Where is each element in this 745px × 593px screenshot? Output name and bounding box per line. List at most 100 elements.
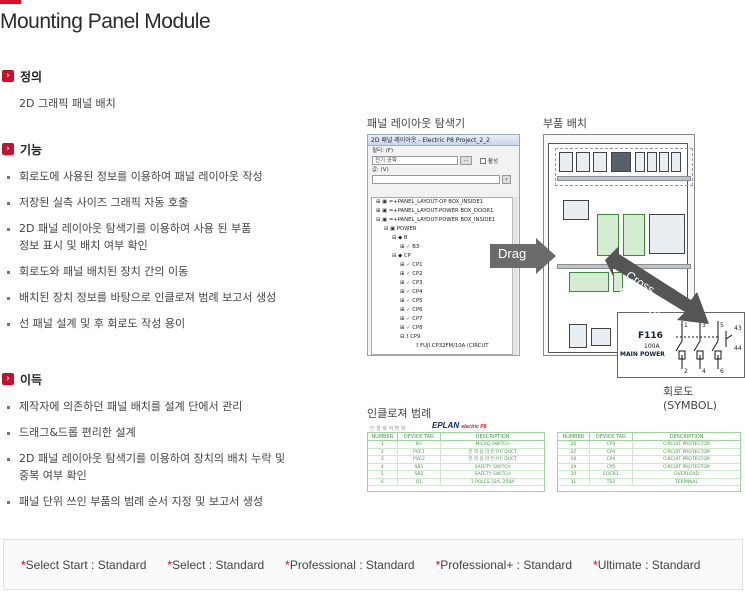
symbol-tag: F116 — [638, 331, 663, 341]
terminal-number: 6 — [720, 368, 724, 375]
tree-node[interactable]: ⊟ ◆ CP — [392, 253, 411, 259]
check-icon: ✓ — [406, 280, 411, 286]
definition-text: 2D 그래픽 패널 배치 — [19, 97, 116, 110]
explorer-tree[interactable]: ⊞ ▣ =+PANEL_LAYOUT-OP BOX_INSIDE1 ⊞ ▣ =+… — [371, 197, 513, 355]
tree-node[interactable]: ⊞ ▣ =+PANEL_LAYOUT-POWER BOX_DOOR1 — [376, 208, 494, 214]
list-item-continuation: 정보 표시 및 배치 여부 확인 — [19, 239, 148, 252]
component[interactable] — [593, 152, 607, 172]
tree-node[interactable]: ! FUJI.CP32FM/10A (CIRCUT — [416, 343, 489, 349]
cross-reference-arrow-icon — [605, 246, 709, 324]
tree-node[interactable]: ⊟ ! CP9 — [400, 334, 421, 340]
value-input[interactable] — [372, 175, 500, 184]
filter-label: 필터: (F) — [372, 148, 394, 154]
tree-node[interactable]: ⊞ ✓ B3 — [400, 244, 420, 250]
terminal-number: 3 — [702, 322, 706, 329]
component[interactable] — [597, 214, 619, 256]
edition-ultimate: *Ultimate : Standard — [593, 557, 701, 572]
terminal-number: 1 — [684, 322, 688, 329]
explorer-scrollbar[interactable] — [512, 197, 518, 355]
component[interactable] — [613, 272, 623, 292]
section-heading: 정의 — [20, 69, 43, 84]
component[interactable] — [635, 152, 645, 172]
component[interactable] — [647, 152, 657, 172]
section-benefits: › 이득 제작자에 의존하던 패널 배치를 설계 단에서 관리 드래그&드롭 편… — [0, 370, 340, 519]
filter-select[interactable]: 전기 공학 — [372, 156, 458, 165]
active-label: 활성 — [488, 158, 499, 165]
more-button[interactable]: … — [460, 156, 472, 165]
schematic-symbol: F116 100A MAIN POWER 1 3 5 2 4 6 43 44 — [617, 312, 745, 378]
tree-node[interactable]: ⊟ ◆ B — [392, 235, 408, 241]
component[interactable] — [623, 214, 645, 256]
tree-node[interactable]: ⊞ ✓ CP2 — [400, 271, 423, 277]
symbol-rating: 100A — [644, 343, 660, 350]
tree-node[interactable]: ⊞ ✓ CP5 — [400, 298, 423, 304]
tree-node[interactable]: ⊞ ▣ =+PANEL_LAYOUT-OP BOX_INSIDE1 — [376, 199, 484, 205]
component[interactable] — [649, 214, 685, 254]
component[interactable] — [659, 152, 669, 172]
tree-node[interactable]: ⊟ ▣ POWER — [384, 226, 417, 232]
component[interactable] — [611, 152, 631, 172]
component[interactable] — [576, 152, 590, 172]
tree-node[interactable]: ⊞ ✓ CP8 — [400, 325, 423, 331]
legend-subtitle: 인 클 로 져 범 례 — [370, 426, 406, 432]
component[interactable] — [559, 152, 573, 172]
terminal-number: 2 — [684, 368, 688, 375]
tree-node[interactable]: ⊞ ✓ CP4 — [400, 289, 423, 295]
check-icon: ✓ — [406, 325, 411, 331]
component[interactable] — [591, 328, 611, 346]
section-definition: › 정의 2D 그래픽 패널 배치 — [0, 67, 340, 111]
edition-professional-plus: *Professional+ : Standard — [435, 557, 573, 572]
check-icon: ✓ — [406, 316, 411, 322]
breaker-symbol-icon — [675, 321, 733, 369]
section-features: › 기능 회로도에 사용된 정보를 이용하여 패널 레이아웃 작성 저장된 실측… — [0, 140, 340, 341]
tree-node[interactable]: ⊟ ▣ =+PANEL_LAYOUT-POWER BOX_INSIDE1 — [376, 217, 496, 223]
list-item: 선 패널 설계 및 후 회로도 작성 용이 — [7, 315, 340, 332]
active-checkbox[interactable] — [480, 157, 486, 164]
list-item: 드래그&드롭 편리한 설계 — [7, 424, 340, 441]
panel-layout-explorer: 2D 패널 레이아웃 - Electric P8 Project_2_2 필터:… — [367, 134, 520, 356]
value-label: 값: (V) — [372, 167, 389, 173]
apply-button[interactable]: › — [502, 175, 511, 184]
check-icon: ✓ — [406, 244, 411, 250]
section-heading: 이득 — [20, 372, 43, 387]
legend-caption: 인클로져 범례 — [367, 407, 432, 420]
duct-frame — [555, 148, 693, 186]
component[interactable] — [671, 152, 681, 172]
check-icon: ✓ — [406, 298, 411, 304]
chevron-right-icon: › — [2, 143, 14, 155]
exclamation-icon: ! — [406, 334, 409, 340]
component[interactable] — [563, 200, 589, 220]
list-item: 배치된 장치 정보를 바탕으로 인클로져 범례 보고서 생성 — [7, 289, 340, 306]
tree-node[interactable]: ⊞ ✓ CP3 — [400, 280, 423, 286]
component[interactable] — [569, 324, 587, 348]
check-icon: ✓ — [406, 262, 411, 268]
tree-node[interactable]: ⊞ ✓ CP7 — [400, 316, 423, 322]
section-heading: 기능 — [20, 142, 43, 157]
list-item: 회로도와 패널 배치된 장치 간의 이동 — [7, 263, 340, 280]
check-icon: ✓ — [406, 307, 411, 313]
tree-node[interactable]: ⊞ ✓ CP1 — [400, 262, 423, 268]
terminal-number: 44 — [734, 345, 742, 352]
din-rail — [557, 176, 691, 181]
chevron-right-icon: › — [2, 70, 14, 82]
edition-select: *Select : Standard — [167, 557, 265, 572]
tree-node[interactable]: ⊞ ✓ CP6 — [400, 307, 423, 313]
drag-label: Drag — [498, 246, 527, 261]
list-item: 저장된 실측 사이즈 그래픽 자동 호출 — [7, 194, 340, 211]
edition-professional: *Professional : Standard — [285, 557, 415, 572]
component[interactable] — [569, 272, 609, 292]
eplan-logo: EPLAN electric P8 — [432, 421, 487, 430]
check-icon: ✓ — [406, 271, 411, 277]
list-item: 패널 단위 쓰인 부품의 범례 순서 지정 및 보고서 생성 — [7, 493, 340, 510]
explorer-window-title: 2D 패널 레이아웃 - Electric P8 Project_2_2 — [368, 135, 519, 146]
